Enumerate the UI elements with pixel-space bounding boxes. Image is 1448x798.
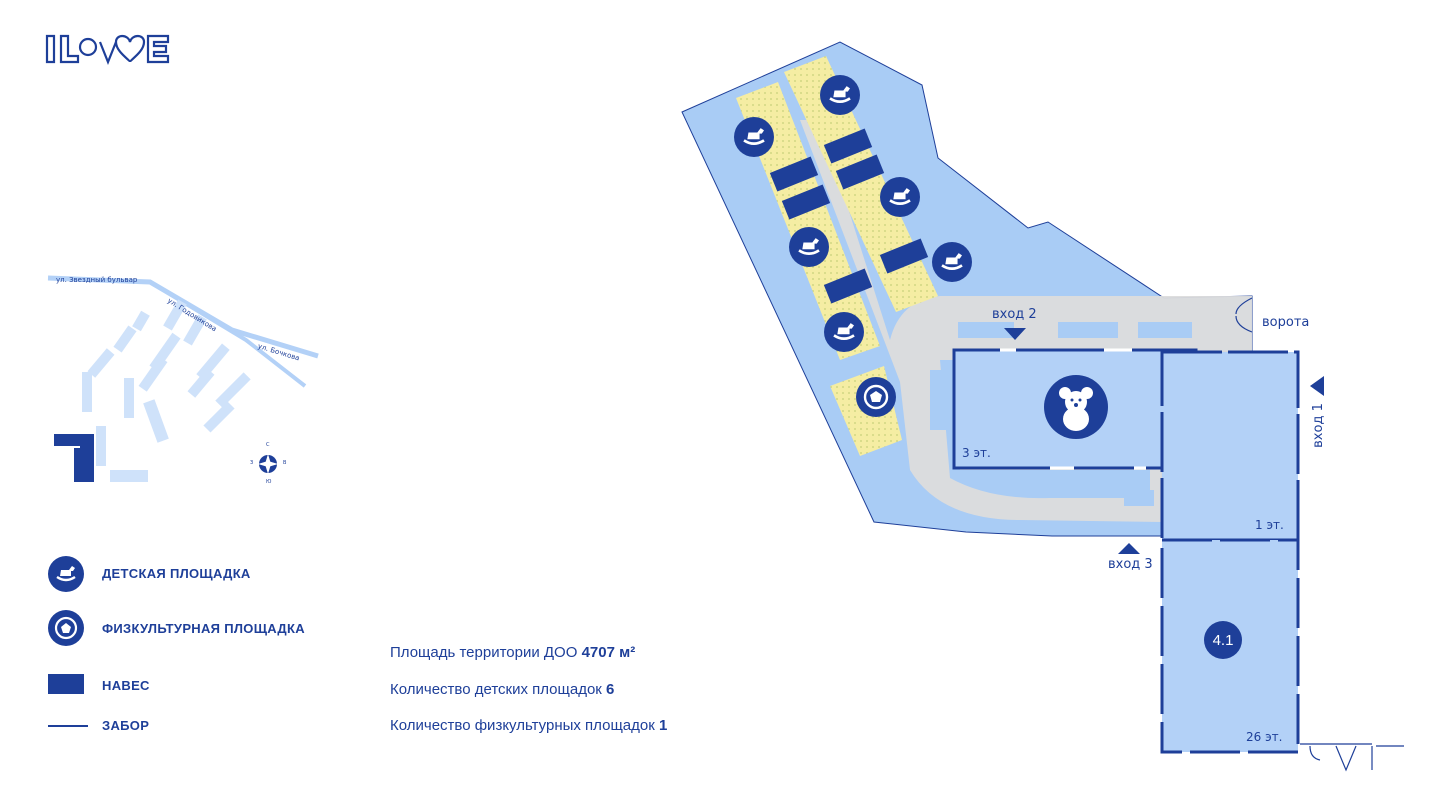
entrance-3-marker bbox=[1118, 543, 1140, 554]
compass-south: Ю bbox=[266, 479, 272, 485]
entrance-1-marker bbox=[1310, 376, 1324, 396]
floor-3-label: 3 эт. bbox=[962, 446, 991, 460]
stat-playgrounds: Количество детских площадок 6 bbox=[390, 681, 615, 698]
gate-icon bbox=[1235, 297, 1404, 772]
canopies bbox=[769, 128, 929, 304]
legend-canopy-label: НАВЕС bbox=[102, 678, 150, 693]
floor-26-label: 26 эт. bbox=[1246, 730, 1283, 744]
playground-icon-1 bbox=[820, 75, 860, 115]
stat-sports-value: 1 bbox=[658, 717, 668, 734]
playground-icon-3 bbox=[880, 177, 920, 217]
legend-sports bbox=[48, 610, 84, 646]
stat-area: Площадь территории ДОО 4707 м² bbox=[390, 644, 636, 661]
entrance-1-label: вход 1 bbox=[1310, 403, 1326, 448]
legend-playground bbox=[48, 556, 84, 592]
street-label-zvezdny: ул. Звездный бульвар bbox=[56, 276, 138, 284]
logo: ILOVE bbox=[44, 32, 174, 73]
stat-playgrounds-value: 6 bbox=[606, 681, 615, 698]
compass-icon bbox=[258, 454, 278, 474]
entrance-2-label: вход 2 bbox=[992, 307, 1037, 322]
playground-icon-2 bbox=[734, 117, 774, 157]
sports-ground-icon bbox=[856, 377, 896, 417]
stat-sports: Количество физкультурных площадок 1 bbox=[390, 717, 668, 734]
entrance-2-marker bbox=[1004, 328, 1026, 340]
playground-icon-4 bbox=[789, 227, 829, 267]
canopy-swatch bbox=[48, 674, 84, 694]
entrance-3-label: вход 3 bbox=[1108, 557, 1153, 572]
legend-playground-label: ДЕТСКАЯ ПЛОЩАДКА bbox=[102, 566, 251, 581]
rocking-horse-icon bbox=[48, 556, 84, 592]
compass-east: В bbox=[283, 460, 287, 466]
teddy-bear-icon bbox=[1044, 375, 1108, 439]
compass-west: З bbox=[250, 460, 254, 466]
playground-icon-5 bbox=[932, 242, 972, 282]
gate-label: ворота bbox=[1262, 315, 1310, 330]
ilove-logo-icon bbox=[45, 34, 170, 65]
ball-icon bbox=[48, 610, 84, 646]
building-1-floor bbox=[1160, 350, 1300, 542]
floor-1-label: 1 эт. bbox=[1255, 518, 1284, 532]
location-mini-map: ул. Звездный бульвар ул. Годовикова ул. … bbox=[0, 260, 340, 500]
compass-north: С bbox=[266, 442, 270, 448]
building-number-badge: 4.1 bbox=[1204, 621, 1242, 659]
fence-line bbox=[48, 725, 88, 727]
legend-fence-label: ЗАБОР bbox=[102, 718, 150, 733]
playground-icon-6 bbox=[824, 312, 864, 352]
stat-area-value: 4707 м² bbox=[581, 644, 636, 661]
legend-sports-label: ФИЗКУЛЬТУРНАЯ ПЛОЩАДКА bbox=[102, 621, 305, 636]
